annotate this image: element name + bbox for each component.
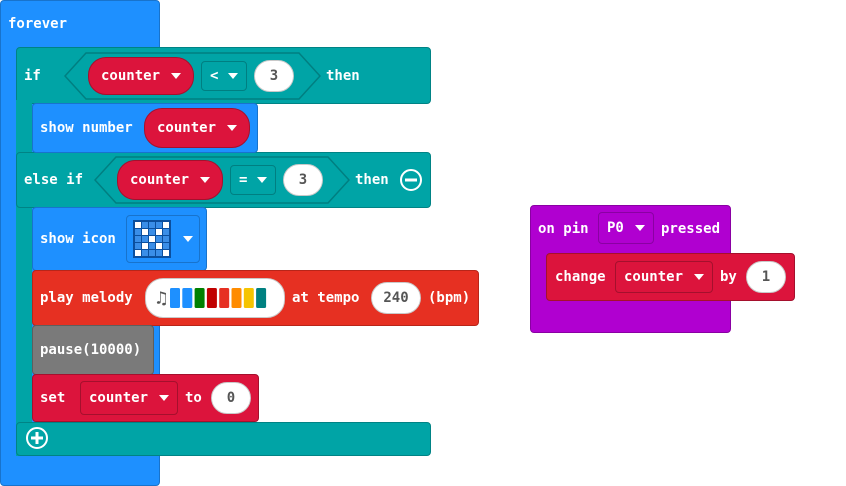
led-pixel <box>149 250 155 256</box>
chevron-down-icon <box>200 177 210 183</box>
pin-dropdown[interactable]: P0 <box>598 212 654 244</box>
led-pixel <box>142 229 148 235</box>
condition1-value-text: 3 <box>269 68 279 84</box>
then-label: then <box>326 68 360 84</box>
led-pixel <box>156 229 162 235</box>
led-pixel <box>149 236 155 242</box>
condition1-variable-label: counter <box>101 68 161 84</box>
melody-editor-field[interactable]: ♫ <box>145 278 285 318</box>
led-pixel <box>149 229 155 235</box>
condition2-value-input[interactable]: 3 <box>283 164 323 196</box>
chevron-down-icon <box>257 177 267 183</box>
melody-note <box>206 288 217 308</box>
led-pixel <box>163 250 169 256</box>
chevron-down-icon <box>694 274 704 280</box>
else-if-label: else if <box>24 172 84 188</box>
chevron-down-icon <box>183 236 193 242</box>
show-number-variable-label: counter <box>157 120 217 136</box>
led-pixel <box>163 229 169 235</box>
led-pixel <box>156 236 162 242</box>
set-label: set <box>40 390 66 406</box>
pause-block[interactable] <box>32 325 154 375</box>
led-pixel <box>142 250 148 256</box>
led-pixel <box>149 222 155 228</box>
led-pixel <box>135 236 141 242</box>
led-pixel <box>135 229 141 235</box>
on-pin-label: on pin <box>538 221 589 237</box>
remove-else-if-icon[interactable] <box>399 168 423 192</box>
condition1-operator-label: < <box>210 68 219 84</box>
led-pixel <box>163 243 169 249</box>
condition1-operator-dropdown[interactable]: < <box>201 61 247 91</box>
led-pixel <box>142 243 148 249</box>
led-pixel <box>135 250 141 256</box>
to-label: to <box>185 390 202 406</box>
chevron-down-icon <box>171 73 181 79</box>
melody-note <box>219 288 230 308</box>
change-value-text: 1 <box>761 269 771 285</box>
change-variable-dropdown[interactable]: counter <box>615 261 713 293</box>
condition2-operator-label: = <box>239 172 248 188</box>
pressed-label: pressed <box>661 221 721 237</box>
set-variable-dropdown[interactable]: counter <box>80 381 178 415</box>
led-pixel <box>149 243 155 249</box>
melody-note <box>243 288 254 308</box>
show-number-variable-dropdown[interactable]: counter <box>144 108 250 148</box>
then2-label: then <box>355 172 389 188</box>
add-else-icon[interactable] <box>25 426 49 450</box>
melody-note <box>255 288 266 308</box>
condition1-value-input[interactable]: 3 <box>254 60 294 92</box>
tempo-value-text: 240 <box>383 290 409 306</box>
play-melody-label: play melody <box>40 290 133 306</box>
led-pixel <box>156 243 162 249</box>
music-note-icon: ♫ <box>156 287 167 309</box>
if-label: if <box>24 68 41 84</box>
condition2-variable-dropdown[interactable]: counter <box>117 160 223 200</box>
set-value-text: 0 <box>226 390 236 406</box>
show-number-label: show number <box>40 120 133 136</box>
if-block-footer <box>16 422 431 456</box>
chevron-down-icon <box>635 225 645 231</box>
led-grid-icon <box>133 220 171 258</box>
pin-label: P0 <box>607 220 624 236</box>
melody-notes-preview <box>169 288 266 308</box>
led-pixel <box>156 250 162 256</box>
led-pixel <box>135 222 141 228</box>
chevron-down-icon <box>228 73 238 79</box>
led-pixel <box>163 236 169 242</box>
led-pixel <box>142 222 148 228</box>
led-pixel <box>163 222 169 228</box>
condition2-value-text: 3 <box>298 172 308 188</box>
condition2-operator-dropdown[interactable]: = <box>230 165 276 195</box>
melody-note <box>182 288 193 308</box>
melody-note <box>194 288 205 308</box>
chevron-down-icon <box>227 125 237 131</box>
set-value-input[interactable]: 0 <box>211 382 251 414</box>
led-pixel <box>135 243 141 249</box>
change-variable-label: counter <box>624 269 684 285</box>
forever-label: forever <box>8 16 68 32</box>
tempo-unit-label: (bpm) <box>428 290 471 306</box>
led-pixel <box>156 222 162 228</box>
condition2-variable-label: counter <box>130 172 190 188</box>
pause-label: pause(10000) <box>40 342 142 358</box>
tempo-value-input[interactable]: 240 <box>371 282 421 314</box>
melody-note <box>169 288 180 308</box>
chevron-down-icon <box>159 395 169 401</box>
change-value-input[interactable]: 1 <box>746 261 786 293</box>
tempo-label: at tempo <box>292 290 360 306</box>
show-icon-label: show icon <box>40 231 116 247</box>
icon-picker-dropdown[interactable] <box>126 215 200 263</box>
set-variable-label: counter <box>89 390 149 406</box>
melody-note <box>231 288 242 308</box>
change-label: change <box>555 269 606 285</box>
by-label: by <box>720 269 737 285</box>
led-pixel <box>142 236 148 242</box>
condition1-variable-dropdown[interactable]: counter <box>88 57 194 95</box>
